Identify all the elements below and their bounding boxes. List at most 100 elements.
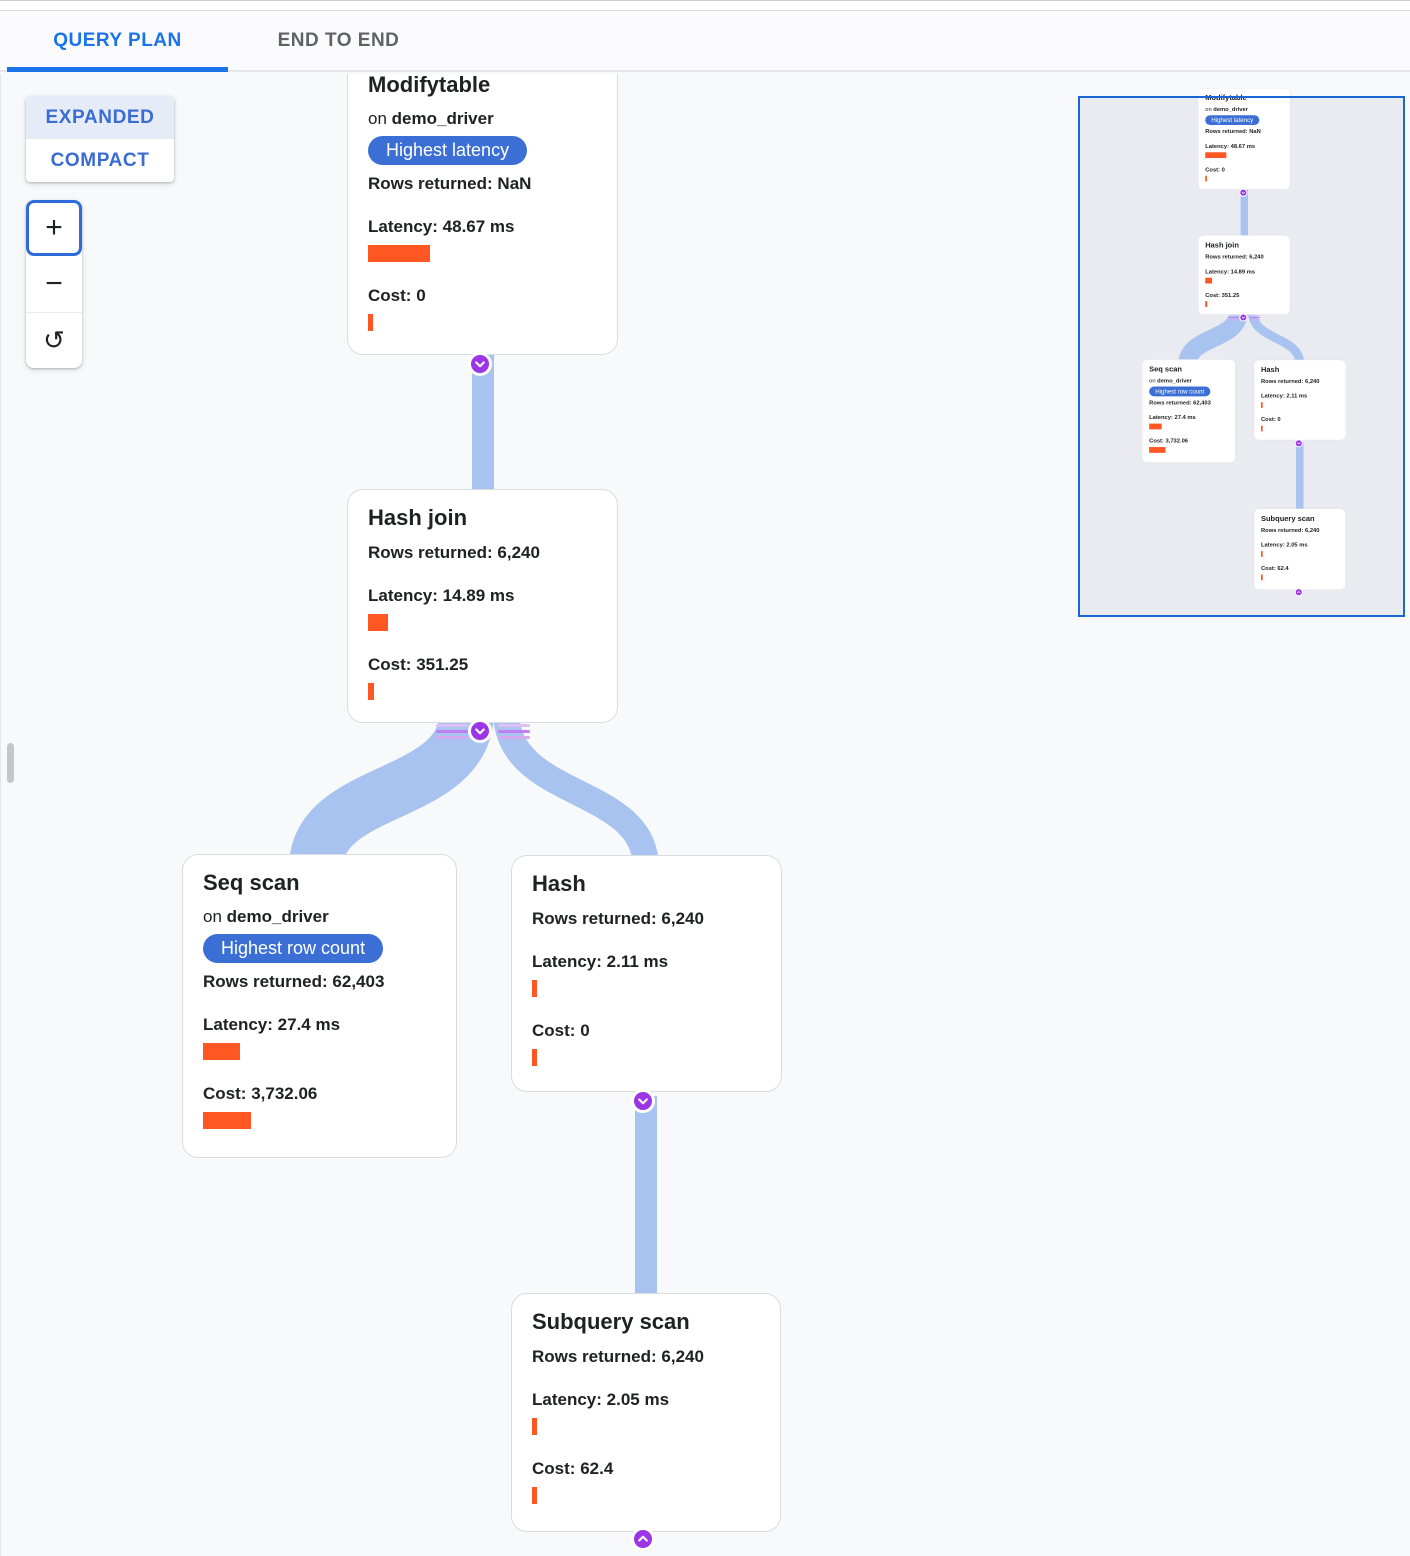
latency-label: Latency: (532, 1390, 602, 1409)
node-title: Seq scan (1149, 364, 1182, 374)
cost-line: Cost: 351.25 (368, 650, 597, 680)
cost-section: Cost: 0 (1261, 414, 1339, 432)
rows-returned-line: Rows returned: 6,240 (1261, 525, 1339, 535)
edge-hashjoin-seqscan (289, 708, 494, 871)
cost-line: Cost: 3,732.06 (203, 1079, 436, 1109)
cost-line: Cost: 62.4 (1261, 563, 1339, 573)
reset-zoom-button[interactable]: ↺ (26, 312, 82, 368)
tab-end-to-end[interactable]: END TO END (277, 30, 400, 51)
node-hash-join[interactable]: Hash join Rows returned: 6,240 Latency: … (1198, 235, 1291, 315)
chevron-down-icon (475, 361, 485, 368)
plan-tree: Modifytable on demo_driver Highest laten… (1142, 88, 1346, 601)
highest-latency-badge: Highest latency (1205, 115, 1260, 126)
latency-section: Latency: 14.89 ms (368, 581, 597, 631)
cost-bar (532, 1049, 537, 1066)
latency-bar (368, 614, 388, 631)
left-scrollbar-thumb[interactable] (7, 743, 14, 783)
zoom-out-button[interactable]: − (26, 256, 82, 312)
compact-option[interactable]: COMPACT (50, 149, 150, 171)
branch-line-left (1228, 319, 1240, 321)
latency-line: Latency: 2.11 ms (1261, 391, 1339, 401)
latency-bar (1261, 551, 1263, 557)
latency-section: Latency: 14.89 ms (1205, 267, 1283, 284)
rows-returned-line: Rows returned: NaN (1205, 126, 1283, 136)
node-modifytable[interactable]: Modifytable on demo_driver Highest laten… (1198, 88, 1291, 190)
rows-returned-line: Rows returned: 62,403 (1149, 398, 1228, 408)
zoom-in-button[interactable]: + (26, 200, 82, 256)
cost-section: Cost: 0 (368, 281, 597, 331)
cost-value: 0 (1221, 166, 1225, 173)
latency-label: Latency: (203, 1015, 273, 1034)
expand-subquery-scan-button[interactable] (1294, 588, 1303, 597)
collapse-modifytable-button[interactable] (1239, 188, 1248, 197)
latency-section: Latency: 27.4 ms (203, 1010, 436, 1060)
cost-value: 3,732.06 (251, 1084, 318, 1103)
node-hash[interactable]: Hash Rows returned: 6,240 Latency: 2.11 … (511, 855, 782, 1092)
cost-line: Cost: 0 (532, 1016, 761, 1046)
table-name: demo_driver (1213, 106, 1248, 113)
branch-line-left (1228, 315, 1240, 317)
on-label: on (368, 109, 387, 128)
rows-returned-line: Rows returned: 62,403 (203, 967, 436, 997)
cost-bar (1205, 301, 1208, 307)
branch-line-right (498, 730, 530, 733)
chevron-up-icon (1297, 591, 1301, 594)
collapse-hash-join-button[interactable] (1239, 313, 1248, 322)
latency-line: Latency: 27.4 ms (203, 1010, 436, 1040)
rows-returned-line: Rows returned: 6,240 (368, 538, 597, 568)
cost-bar (1149, 447, 1166, 453)
cost-bar (1261, 574, 1263, 581)
collapse-hash-button[interactable] (1294, 439, 1303, 448)
branch-line-left (436, 730, 468, 733)
minimap[interactable]: Modifytable on demo_driver Highest laten… (1078, 88, 1405, 617)
edge-hashjoin-hash (1247, 310, 1305, 365)
node-modifytable[interactable]: Modifytable on demo_driver Highest laten… (347, 74, 618, 355)
cost-bar (1205, 175, 1207, 182)
latency-label: Latency: (368, 586, 438, 605)
rows-label: Rows returned: (1261, 378, 1304, 385)
collapse-hash-button[interactable] (631, 1089, 655, 1113)
node-subquery-scan[interactable]: Subquery scan Rows returned: 6,240 Laten… (511, 1293, 781, 1532)
node-hash[interactable]: Hash Rows returned: 6,240 Latency: 2.11 … (1253, 359, 1346, 441)
cost-line: Cost: 62.4 (532, 1454, 760, 1484)
plan-canvas[interactable]: Modifytable on demo_driver Highest laten… (0, 74, 1410, 1556)
latency-value: 48.67 ms (442, 217, 515, 236)
expanded-option[interactable]: EXPANDED (26, 96, 174, 139)
collapse-modifytable-button[interactable] (468, 352, 492, 376)
rows-label: Rows returned: (1261, 526, 1304, 534)
latency-line: Latency: 2.05 ms (532, 1385, 760, 1415)
table-name: demo_driver (226, 907, 329, 926)
cost-bar (532, 1487, 537, 1504)
cost-value: 351.25 (1221, 291, 1240, 299)
zoom-toolbar: + − ↺ (26, 200, 82, 368)
rows-label: Rows returned: (532, 909, 657, 928)
latency-value: 2.05 ms (606, 1390, 670, 1409)
highest-latency-badge: Highest latency (368, 136, 528, 165)
table-name: demo_driver (391, 109, 494, 128)
node-hash-join[interactable]: Hash join Rows returned: 6,240 Latency: … (347, 489, 618, 723)
chevron-down-icon (1241, 316, 1245, 319)
cost-label: Cost: (1261, 565, 1276, 572)
expand-subquery-scan-button[interactable] (631, 1527, 655, 1551)
latency-line: Latency: 48.67 ms (368, 212, 597, 242)
tab-query-plan[interactable]: QUERY PLAN (7, 12, 228, 72)
cost-value: 3,732.06 (1165, 437, 1189, 444)
rows-value: 6,240 (497, 543, 540, 562)
collapse-hash-join-button[interactable] (468, 719, 492, 743)
latency-line: Latency: 48.67 ms (1205, 141, 1283, 151)
node-subquery-scan[interactable]: Subquery scan Rows returned: 6,240 Laten… (1253, 508, 1346, 590)
latency-value: 14.89 ms (442, 586, 515, 605)
rows-value: NaN (1249, 128, 1261, 135)
node-seq-scan[interactable]: Seq scan on demo_driver Highest row coun… (182, 854, 457, 1158)
latency-value: 2.05 ms (1286, 541, 1308, 549)
latency-value: 27.4 ms (1174, 414, 1196, 421)
node-title: Hash join (368, 505, 468, 530)
cost-line: Cost: 0 (1205, 165, 1283, 175)
node-seq-scan[interactable]: Seq scan on demo_driver Highest row coun… (1142, 359, 1236, 463)
reset-rotate-ccw-icon: ↺ (43, 325, 65, 355)
latency-label: Latency: (1205, 142, 1230, 150)
cost-label: Cost: (532, 1459, 576, 1478)
rows-value: 62,403 (332, 972, 385, 991)
edge-hashjoin-seqscan (1178, 309, 1249, 366)
